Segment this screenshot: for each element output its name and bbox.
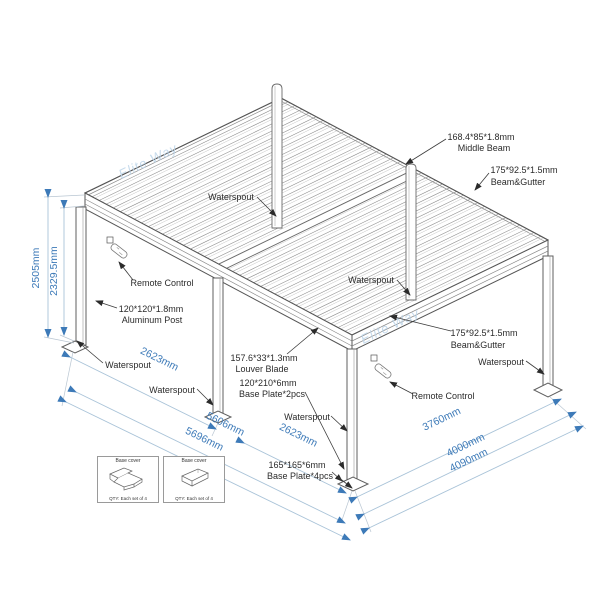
label-base-plate4-spec: 165*165*6mm [268,460,325,470]
labels: Waterspout 168.4*85*1.8mm Middle Beam 17… [105,132,557,481]
label-waterspout: Waterspout [478,357,524,367]
post-left [60,206,90,354]
label-louver-blade: Louver Blade [235,364,288,374]
label-base-plate4: Base Plate*4pcs [267,471,334,481]
leader-lines [76,138,545,489]
label-beam-gutter-spec: 175*92.5*1.5mm [450,328,517,338]
dim-line-4090 [360,425,584,535]
label-middle-beam-spec: 168.4*85*1.8mm [447,132,514,142]
base-plate [532,382,564,398]
label-waterspout: Waterspout [284,412,330,422]
label-beam-gutter-spec: 175*92.5*1.5mm [490,165,557,175]
label-aluminum-post: Aluminum Post [122,315,183,325]
label-base-plate2-spec: 120*210*6mm [239,378,296,388]
detail-box-title: Base cover [181,458,207,464]
base-cover-detail-corner: Base cover QTY: Each set of 4 [97,456,159,503]
waterspout-pipe-mid [405,163,417,301]
dimension-lines [44,189,584,541]
remote-control-icon [370,354,392,379]
waterspout-pipe-back [271,83,283,229]
label-aluminum-post-spec: 120*120*1.8mm [119,304,184,314]
dim-height-outer: 2505mm [30,247,42,288]
post-back-right [532,255,564,398]
detail-box-qty: QTY: Each set of 4 [175,496,213,501]
label-remote-control: Remote Control [130,278,193,288]
label-middle-beam: Middle Beam [458,143,511,153]
dim-bay-right: 2623mm [277,421,319,450]
detail-box-title: Base cover [115,458,141,464]
post-front-right [336,348,370,492]
detail-box-qty: QTY: Each set of 4 [109,496,147,501]
corner-cover-icon [109,467,143,491]
remote-control-icon [106,236,128,259]
label-waterspout: Waterspout [208,192,254,202]
base-cover-detail-straight: Base cover QTY: Each set of 4 [163,456,225,503]
label-waterspout: Waterspout [348,275,394,285]
base-plate [336,476,370,492]
label-waterspout: Waterspout [149,385,195,395]
roof [83,83,550,352]
label-beam-gutter: Beam&Gutter [491,177,546,187]
dim-side-inner: 3760mm [421,405,463,434]
dim-height-inner: 2329.5mm [48,246,60,296]
label-beam-gutter: Beam&Gutter [451,340,506,350]
label-louver-blade-spec: 157.6*33*1.3mm [230,353,297,363]
label-base-plate2: Base Plate*2pcs [239,389,306,399]
straight-cover-icon [181,468,209,487]
label-waterspout: Waterspout [105,360,151,370]
dim-front-outer: 5696mm [183,425,225,454]
label-remote-control: Remote Control [411,391,474,401]
